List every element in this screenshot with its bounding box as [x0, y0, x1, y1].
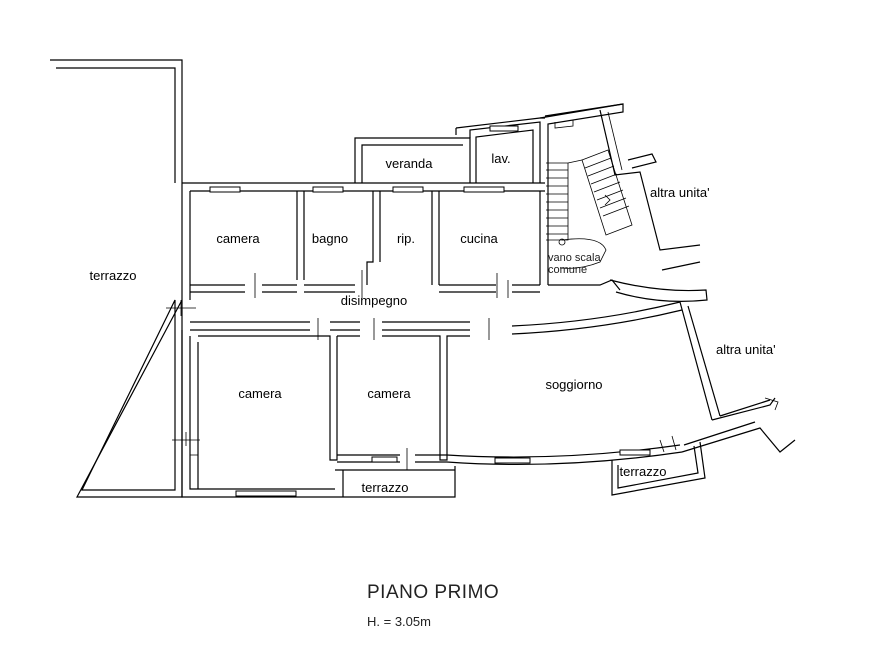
- label-cucina: cucina: [460, 231, 498, 246]
- label-camera-1: camera: [216, 231, 260, 246]
- window: [235, 490, 297, 497]
- label-bagno: bagno: [312, 231, 348, 246]
- plan-height: H. = 3.05m: [367, 614, 431, 629]
- window: [489, 125, 519, 132]
- label-camera-3: camera: [367, 386, 411, 401]
- label-soggiorno: soggiorno: [545, 377, 602, 392]
- windows: [209, 125, 651, 497]
- window: [494, 457, 531, 464]
- interior-walls-top: [190, 191, 541, 298]
- label-altra-unita-2: altra unita': [716, 342, 776, 357]
- label-terrazzo-bottom: terrazzo: [362, 480, 409, 495]
- interior-walls-bottom: [172, 335, 683, 497]
- label-veranda: veranda: [386, 156, 434, 171]
- label-terrazzo-left: terrazzo: [90, 268, 137, 283]
- label-terrazzo-right: terrazzo: [620, 464, 667, 479]
- plan-title: PIANO PRIMO: [367, 582, 499, 603]
- label-altra-unita-1: altra unita': [650, 185, 710, 200]
- stair-block: [539, 103, 701, 291]
- label-vano-scala-comune: comune: [548, 264, 587, 276]
- interior-walls-mid: [166, 300, 683, 340]
- label-camera-2: camera: [238, 386, 282, 401]
- window: [312, 186, 344, 193]
- soggiorno-walls: [544, 103, 796, 496]
- label-disimpegno: disimpegno: [341, 293, 408, 308]
- window: [371, 456, 398, 463]
- label-vano-scala: vano scala: [548, 252, 601, 264]
- label-lav: lav.: [491, 151, 510, 166]
- label-rip: rip.: [397, 231, 415, 246]
- window: [619, 449, 651, 456]
- window: [463, 186, 505, 193]
- room-labels: terrazzo veranda lav. camera bagno rip. …: [90, 151, 776, 495]
- window: [209, 186, 241, 193]
- window: [392, 186, 424, 193]
